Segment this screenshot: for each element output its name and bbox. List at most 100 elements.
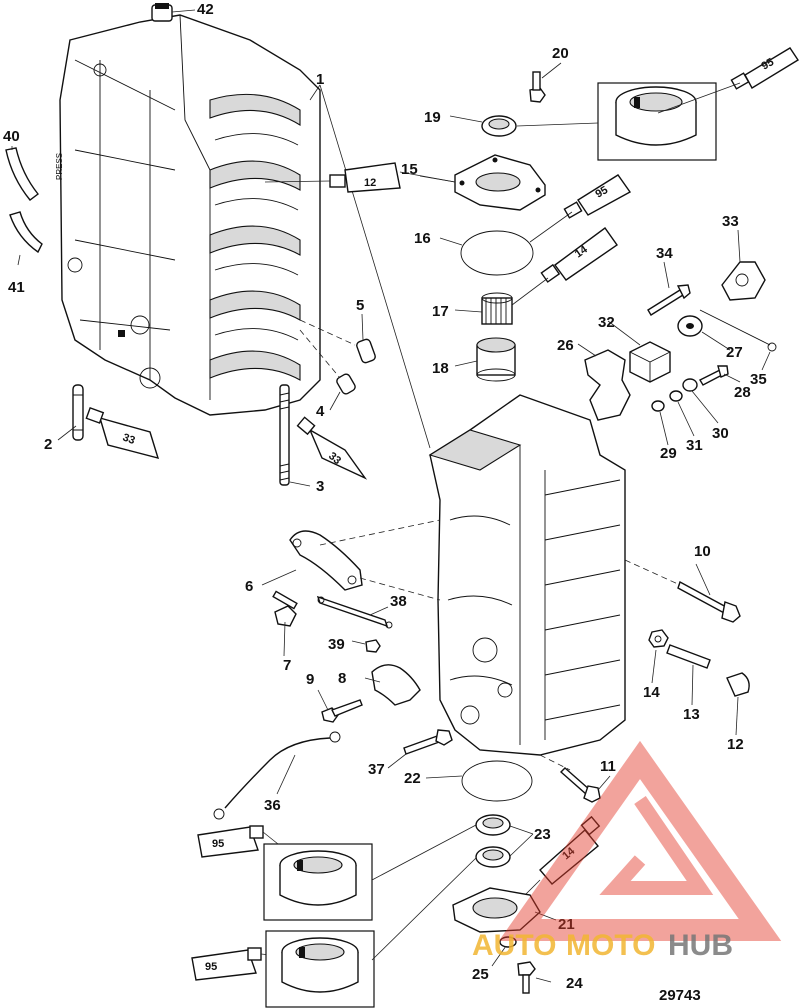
seal-detail-box-b <box>265 930 375 1008</box>
washer-25 <box>499 936 517 948</box>
washer-31 <box>669 390 683 402</box>
tube-95-lower-b: 95 <box>191 947 262 981</box>
tube-label-33: 33 <box>121 432 137 447</box>
tube-12: 12 <box>329 162 401 193</box>
callout-13: 13 <box>683 706 700 723</box>
bolt-37 <box>403 729 453 755</box>
callout-19: 19 <box>424 109 441 126</box>
callout-2: 2 <box>44 436 52 453</box>
plate-26 <box>584 349 631 421</box>
callout-34: 34 <box>656 245 673 262</box>
tube-label-12: 12 <box>364 177 376 189</box>
callout-8: 8 <box>338 670 346 687</box>
callout-41: 41 <box>8 279 25 296</box>
callout-18: 18 <box>432 360 449 377</box>
tube-95-top-right: 95 <box>730 47 799 90</box>
callout-30: 30 <box>712 425 729 442</box>
callout-numbers: 1 2 3 4 5 6 7 8 9 10 11 12 13 14 15 16 1… <box>3 1 767 992</box>
watermark-logo <box>498 740 782 941</box>
tube-33-center: 33 <box>296 416 368 480</box>
seal-detail-box-a <box>263 843 373 921</box>
bolt-7 <box>272 590 298 627</box>
sleeve-18 <box>476 337 516 382</box>
seal-housing-15 <box>454 154 546 211</box>
leader-1 <box>309 84 431 449</box>
callout-25: 25 <box>472 966 489 983</box>
callout-15: 15 <box>401 161 418 178</box>
watermark-auto: AUTO <box>472 929 556 962</box>
tube-14-top: 14 <box>540 227 618 283</box>
knob-27 <box>677 315 703 337</box>
o-ring-22 <box>461 760 533 802</box>
bolt-20 <box>529 71 546 103</box>
washer-30 <box>682 378 698 392</box>
dowel-pin-2 <box>72 384 84 441</box>
tube-95-mid: 95 <box>563 174 632 219</box>
ground-cable-36 <box>213 731 341 820</box>
bearing-cap-8 <box>371 664 421 706</box>
tube-95-lower-a: 95 <box>197 825 264 858</box>
washer-29 <box>651 400 665 412</box>
bolt-10 <box>677 580 741 623</box>
callout-42: 42 <box>197 1 214 18</box>
stud-13 <box>666 644 711 669</box>
callout-16: 16 <box>414 230 431 247</box>
screw-28 <box>699 365 729 386</box>
pin-5 <box>356 338 376 364</box>
bearing-cap-6 <box>289 530 363 591</box>
callout-39: 39 <box>328 636 345 653</box>
callout-17: 17 <box>432 303 449 320</box>
bolt-24 <box>517 961 536 994</box>
needle-bearing-17 <box>481 292 513 325</box>
bolt-11 <box>559 767 601 803</box>
tube-label-95: 95 <box>212 838 224 850</box>
watermark-moto: MOTO <box>566 929 655 962</box>
seal-detail-box-top <box>597 82 717 161</box>
callout-27: 27 <box>726 344 743 361</box>
callout-35: 35 <box>750 371 767 388</box>
callout-21: 21 <box>558 916 575 933</box>
callout-14: 14 <box>643 684 660 701</box>
rod-38 <box>316 595 393 629</box>
tube-label-95: 95 <box>205 961 217 973</box>
callout-20: 20 <box>552 45 569 62</box>
bolt-9 <box>321 699 363 723</box>
callout-29: 29 <box>660 445 677 462</box>
seal-23b <box>475 846 511 868</box>
callout-12: 12 <box>727 736 744 753</box>
callout-40: 40 <box>3 128 20 145</box>
nut-14 <box>648 629 669 648</box>
callout-5: 5 <box>356 297 364 314</box>
callout-11: 11 <box>600 758 616 775</box>
bolt-39 <box>365 639 381 653</box>
callout-32: 32 <box>598 314 615 331</box>
callout-22: 22 <box>404 770 421 787</box>
cylinder-block: PRESS <box>55 14 321 416</box>
hose-41 <box>9 211 43 254</box>
callout-33: 33 <box>722 213 739 230</box>
hose-40 <box>5 147 39 201</box>
seal-19 <box>481 115 517 137</box>
callout-31: 31 <box>686 437 703 454</box>
tube-label-95: 95 <box>760 56 777 73</box>
diagram-id: 29743 <box>659 987 701 1004</box>
tube-33-left: 33 <box>85 407 160 459</box>
watermark-text: AUTO MOTO HUB <box>472 929 733 962</box>
callout-38: 38 <box>390 593 407 610</box>
bracket-33 <box>721 261 766 301</box>
callout-37: 37 <box>368 761 385 778</box>
housing-21 <box>452 887 541 933</box>
screw-34 <box>647 284 691 316</box>
callout-24: 24 <box>566 975 583 992</box>
o-ring-16 <box>460 230 534 276</box>
callout-1: 1 <box>316 71 324 88</box>
callout-28: 28 <box>734 384 751 401</box>
callout-10: 10 <box>694 543 711 560</box>
crankcase-cover <box>428 394 626 756</box>
callout-26: 26 <box>557 337 574 354</box>
block-32 <box>629 341 671 383</box>
callout-7: 7 <box>283 657 291 674</box>
callout-23: 23 <box>534 826 551 843</box>
callout-36: 36 <box>264 797 281 814</box>
